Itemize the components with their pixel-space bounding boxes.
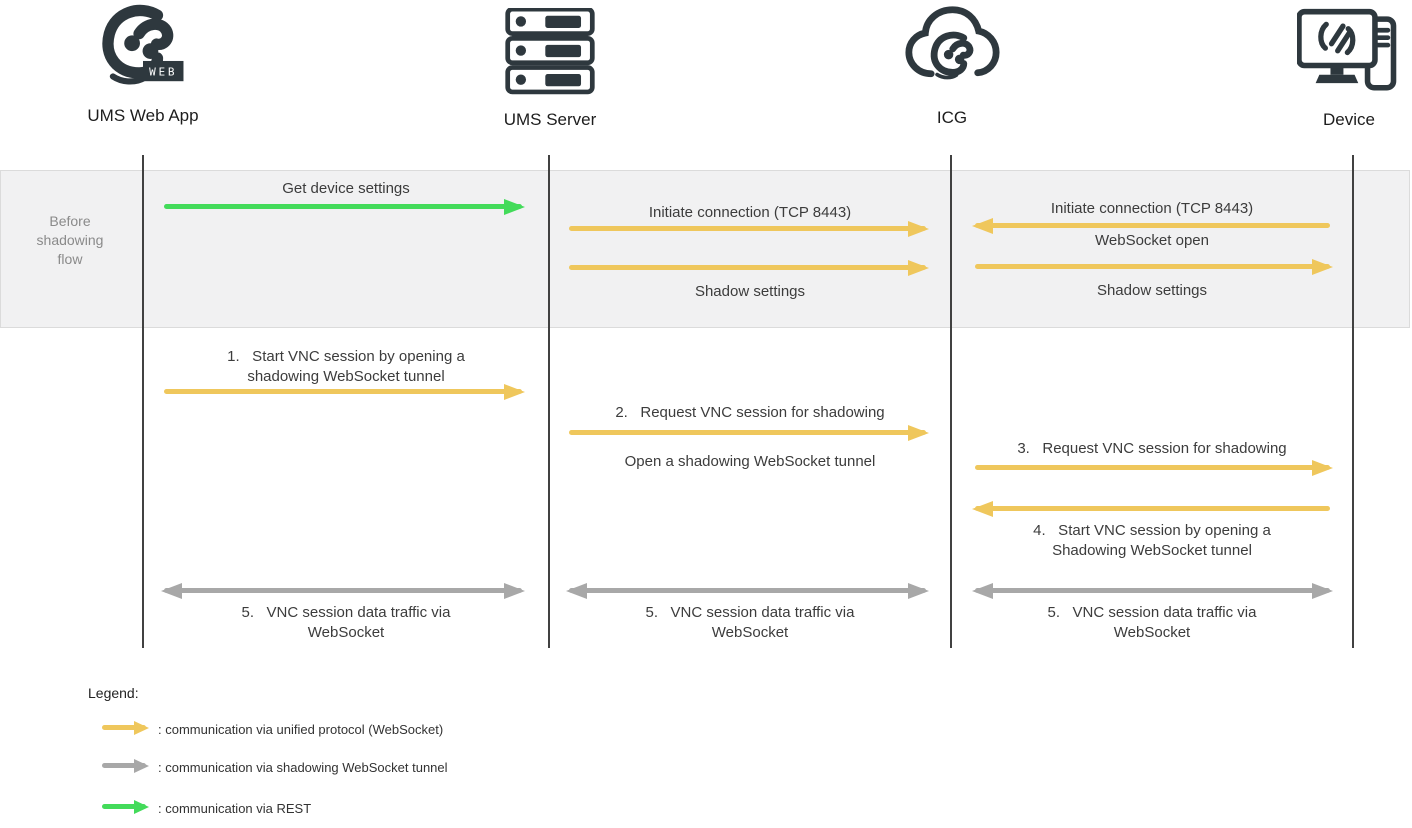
yellow-arrow-initiate-connection-server-icg xyxy=(567,220,929,237)
actor-label-ums-server: UMS Server xyxy=(503,110,597,129)
msg-step5-web-server: 5. VNC session data traffic via WebSocke… xyxy=(241,604,451,641)
legend-title: Legend: xyxy=(88,685,139,701)
yellow-arrow-shadow-settings-server-icg xyxy=(567,259,929,276)
msg-shadow-settings-server-icg: Shadow settings xyxy=(694,283,806,300)
lifeline-device xyxy=(1352,155,1354,648)
ums-web-logo-icon: WEB xyxy=(97,3,184,95)
device-computer-icon xyxy=(1297,8,1397,91)
server-stack-icon xyxy=(505,8,595,95)
cloud-logo-icon xyxy=(905,6,1000,98)
legend-item-rest: : communication via REST xyxy=(158,801,312,816)
msg-step2-note: Open a shadowing WebSocket tunnel xyxy=(624,453,876,470)
legend-item-shadowing-tunnel: : communication via shadowing WebSocket … xyxy=(158,760,448,775)
gray-arrow-step5-web-server xyxy=(161,582,525,599)
msg-step5-server-icg: 5. VNC session data traffic via WebSocke… xyxy=(645,604,855,641)
before-shadowing-band xyxy=(0,170,1410,328)
yellow-arrow-step1 xyxy=(162,383,525,400)
actor-label-device: Device xyxy=(1323,110,1375,129)
yellow-arrow-initiate-connection-device-icg xyxy=(972,217,1332,234)
msg-shadow-settings-icg-device: Shadow settings xyxy=(1096,282,1208,299)
msg-websocket-open: WebSocket open xyxy=(1095,232,1209,249)
msg-get-device-settings: Get device settings xyxy=(282,180,410,197)
yellow-arrow-step2 xyxy=(567,424,929,441)
msg-step3: 3. Request VNC session for shadowing xyxy=(1017,440,1287,457)
gray-arrow-step5-server-icg xyxy=(566,582,929,599)
msg-step5-icg-device: 5. VNC session data traffic via WebSocke… xyxy=(1047,604,1257,641)
msg-step4: 4. Start VNC session by opening a Shadow… xyxy=(1033,522,1271,559)
actor-label-ums-web-app: UMS Web App xyxy=(87,106,199,125)
yellow-arrow-shadow-settings-icg-device xyxy=(973,258,1333,275)
legend-yellow-arrow-icon xyxy=(100,720,149,735)
actor-label-icg: ICG xyxy=(936,108,968,127)
gray-arrow-step5-icg-device xyxy=(972,582,1333,599)
legend-item-unified-protocol: : communication via unified protocol (We… xyxy=(158,722,444,737)
yellow-arrow-step3 xyxy=(973,459,1333,476)
yellow-arrow-step4 xyxy=(972,500,1332,517)
legend-gray-arrow-icon xyxy=(100,758,149,773)
green-arrow-get-device-settings xyxy=(162,198,525,215)
msg-initiate-connection-server-icg: Initiate connection (TCP 8443) xyxy=(648,204,852,221)
msg-step2: 2. Request VNC session for shadowing xyxy=(615,404,885,421)
legend-green-arrow-icon xyxy=(100,799,149,814)
msg-step1: 1. Start VNC session by opening a shadow… xyxy=(227,348,465,385)
lifeline-ums-web-app xyxy=(142,155,144,648)
lifeline-icg xyxy=(950,155,952,648)
msg-initiate-connection-device-icg: Initiate connection (TCP 8443) xyxy=(1050,200,1254,217)
web-badge: WEB xyxy=(149,66,177,79)
phase-label: Before shadowing flow xyxy=(36,213,104,267)
lifeline-ums-server xyxy=(548,155,550,648)
